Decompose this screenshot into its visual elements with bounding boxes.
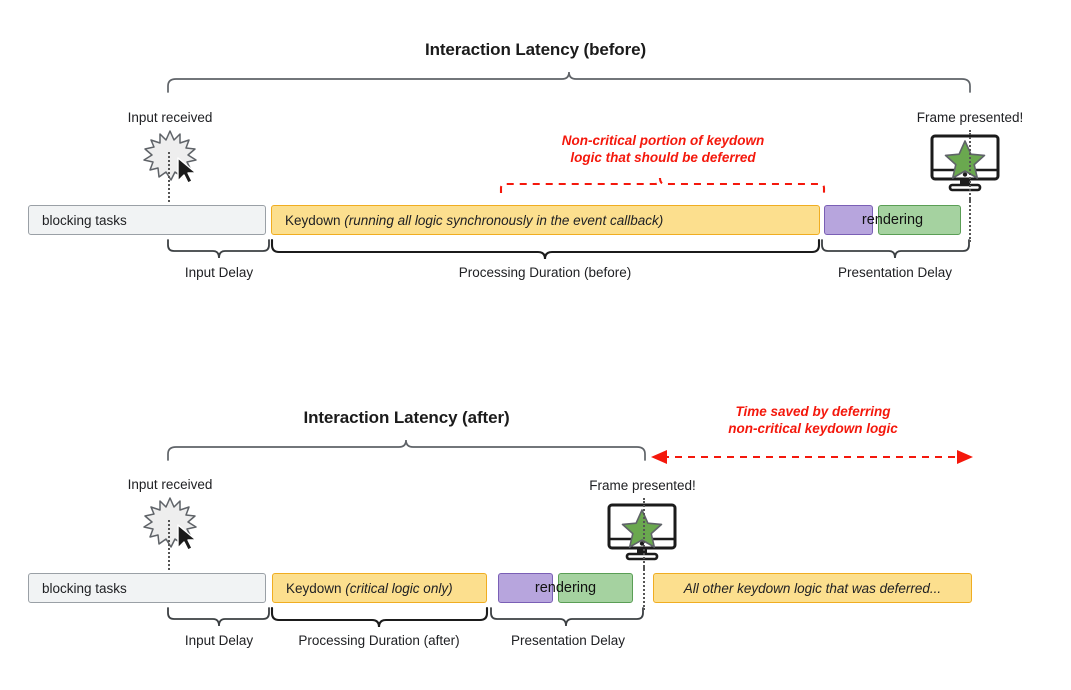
after-bar-prerender-purple[interactable] [498,573,553,603]
before-section-title: Interaction Latency (before) [424,40,647,59]
before-frame-dotted-connector-lower [969,198,971,242]
before-frame-presented-label: Frame presented! [916,110,1024,125]
after-bar-keydown-label: Keydown (critical logic only) [273,581,453,596]
input-received-burst-icon-after [140,495,202,551]
before-input-delay-brace [167,239,270,259]
after-input-delay-caption: Input Delay [184,633,254,648]
time-saved-annotation: Time saved by deferring non-critical key… [728,404,898,437]
before-processing-duration-caption: Processing Duration (before) [458,265,632,280]
before-frame-dotted-connector [969,130,971,202]
before-input-received-label: Input received [127,110,213,125]
after-input-delay-brace [167,607,270,627]
after-bar-deferred-label: All other keydown logic that was deferre… [683,580,942,596]
frame-presented-monitor-icon-before [925,133,1005,195]
before-total-latency-brace [167,71,971,93]
after-bar-keydown-italic: (critical logic only) [345,580,453,596]
before-presentation-delay-brace [821,239,970,259]
after-frame-dotted-connector [643,498,645,570]
after-input-dotted-connector [168,520,170,570]
after-section-title: Interaction Latency (after) [303,408,510,427]
frame-presented-monitor-icon-after [602,502,682,564]
after-bar-render-green[interactable] [558,573,633,603]
after-total-latency-brace [167,439,646,461]
before-processing-duration-brace [270,238,821,260]
before-input-delay-caption: Input Delay [184,265,254,280]
before-presentation-delay-caption: Presentation Delay [837,265,953,280]
time-saved-double-arrow [651,450,973,464]
before-bar-prerender-purple[interactable] [824,205,873,235]
before-input-dotted-connector [168,152,170,202]
after-processing-duration-brace [270,606,489,628]
before-bar-blocking-label: blocking tasks [42,212,127,228]
after-bar-blocking-label: blocking tasks [42,580,127,596]
after-input-received-label: Input received [127,477,213,492]
before-noncritical-annotation: Non-critical portion of keydown logic th… [561,133,765,166]
after-frame-dotted-connector-lower [643,566,645,610]
after-presentation-delay-caption: Presentation Delay [510,633,626,648]
before-noncritical-dashed-brace [499,177,826,193]
after-processing-duration-caption: Processing Duration (after) [298,633,460,648]
before-bar-blocking-tasks[interactable]: blocking tasks [28,205,266,235]
after-frame-presented-label: Frame presented! [589,478,696,493]
after-bar-blocking-tasks[interactable]: blocking tasks [28,573,266,603]
input-received-burst-icon-before [140,128,202,184]
after-bar-keydown[interactable]: Keydown (critical logic only) [272,573,487,603]
before-bar-keydown-italic: (running all logic synchronously in the … [344,212,664,228]
after-bar-deferred-logic[interactable]: All other keydown logic that was deferre… [653,573,972,603]
before-bar-keydown[interactable]: Keydown (running all logic synchronously… [271,205,820,235]
before-bar-keydown-label: Keydown (running all logic synchronously… [272,213,663,228]
before-bar-keydown-prefix: Keydown [285,212,345,228]
after-presentation-delay-brace [490,607,644,627]
after-bar-keydown-prefix: Keydown [286,580,346,596]
before-bar-render-green[interactable] [878,205,961,235]
